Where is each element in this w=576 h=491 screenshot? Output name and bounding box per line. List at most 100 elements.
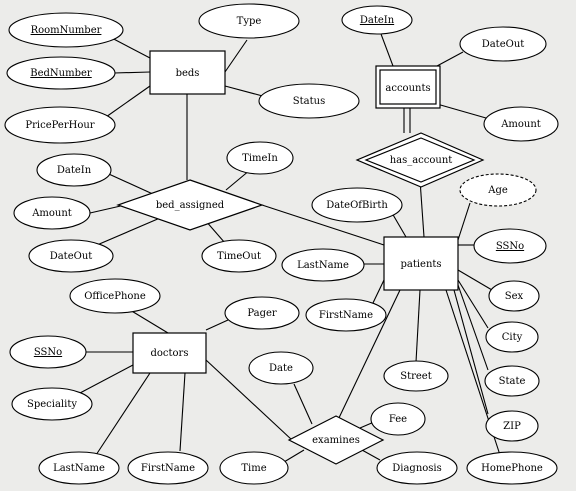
attr-examines-time-label: Time — [241, 463, 266, 474]
entity-doctors-label: doctors — [151, 348, 189, 359]
entity-patients: patients — [383, 236, 459, 291]
attr-type: Type — [198, 3, 300, 39]
attr-doctors-ssno-label: SSNo — [34, 347, 62, 358]
attr-status-label: Status — [293, 96, 325, 107]
attr-bed-assigned-amount: Amount — [13, 196, 91, 230]
attr-patients-age-label: Age — [487, 185, 508, 196]
relationship-has-account-label: has_account — [390, 155, 453, 166]
entity-beds: beds — [149, 50, 226, 95]
attr-accounts-date-out-label: DateOut — [482, 39, 525, 50]
attr-accounts-date-out: DateOut — [459, 26, 547, 62]
relationship-examines-label: examines — [312, 435, 360, 446]
attr-patients-city: City — [485, 321, 539, 353]
attr-doctors-pager: Pager — [224, 296, 300, 330]
line-doctors-examines — [205, 359, 293, 441]
line-patients-state — [457, 284, 489, 371]
attr-bed-assigned-date-out: DateOut — [28, 239, 114, 273]
entity-patients-label: patients — [400, 259, 441, 270]
attr-patients-last-name: LastName — [281, 248, 365, 282]
attr-room-number-label: RoomNumber — [31, 25, 102, 36]
line-doctors-firstname — [179, 372, 186, 452]
attr-bed-assigned-time-out-label: TimeOut — [217, 251, 261, 262]
line-patients-sex — [457, 269, 493, 291]
attr-doctors-last-name-label: LastName — [53, 463, 105, 474]
attr-doctors-ssno: SSNo — [9, 335, 87, 369]
attr-bed-assigned-date-in-label: DateIn — [57, 165, 92, 176]
line-patients-age — [457, 202, 471, 241]
attr-patients-sex: Sex — [488, 280, 540, 312]
line-patients-dateofbirth — [391, 212, 407, 238]
attr-patients-first-name-label: FirstName — [319, 310, 373, 321]
entity-beds-label: beds — [176, 68, 200, 79]
attr-patients-home-phone-label: HomePhone — [481, 463, 543, 474]
line-bedassigned-patients — [261, 204, 385, 246]
line-patients-city — [457, 279, 489, 329]
attr-accounts-amount: Amount — [483, 106, 559, 142]
attr-doctors-first-name: FirstName — [127, 451, 209, 485]
entity-doctors: doctors — [132, 332, 207, 374]
attr-examines-diagnosis: Diagnosis — [376, 451, 458, 485]
attr-doctors-first-name-label: FirstName — [141, 463, 195, 474]
line-beds-type — [224, 39, 248, 73]
attr-patients-city-label: City — [502, 332, 523, 343]
line-beds-priceperhour — [105, 85, 151, 118]
attr-bed-assigned-date-out-label: DateOut — [50, 251, 93, 262]
attr-patients-ssno-label: SSNo — [496, 241, 524, 252]
line-patients-examines — [336, 289, 401, 423]
line-examines-time — [283, 449, 305, 463]
line-examines-diagnosis — [361, 449, 381, 461]
line-patients-street — [415, 289, 421, 363]
attr-doctors-speciality: Speciality — [11, 387, 93, 421]
attr-accounts-date-in: DateIn — [341, 5, 413, 35]
attr-status: Status — [258, 83, 360, 119]
line-accounts-datein — [380, 33, 394, 67]
attr-patients-zip-label: ZIP — [503, 421, 521, 432]
attr-doctors-last-name: LastName — [38, 451, 120, 485]
attr-examines-fee-label: Fee — [389, 414, 407, 425]
attr-type-label: Type — [237, 16, 262, 27]
attr-patients-sex-label: Sex — [505, 291, 524, 302]
line-patients-zip — [453, 289, 489, 415]
attr-examines-diagnosis-label: Diagnosis — [392, 463, 442, 474]
line-beds-roomnumber — [107, 35, 151, 59]
attr-bed-number: BedNumber — [6, 56, 116, 90]
line-doctors-speciality — [79, 364, 134, 394]
attr-bed-assigned-time-in-label: TimeIn — [242, 153, 278, 164]
attr-examines-date-label: Date — [269, 363, 293, 374]
line-accounts-amount — [436, 103, 494, 121]
attr-patients-ssno: SSNo — [473, 228, 547, 264]
attr-patients-last-name-label: LastName — [297, 260, 349, 271]
attr-patients-street-label: Street — [400, 371, 432, 382]
line-doctors-pager — [205, 319, 229, 331]
entity-accounts-label: accounts — [385, 83, 430, 94]
attr-examines-fee: Fee — [370, 402, 426, 436]
line-beds-bednumber — [113, 71, 151, 74]
attr-bed-assigned-amount-label: Amount — [31, 208, 72, 219]
attr-price-per-hour: PricePerHour — [4, 106, 116, 144]
attr-patients-street: Street — [383, 360, 449, 392]
line-bedassigned-amount — [89, 204, 126, 214]
attr-doctors-speciality-label: Speciality — [27, 399, 77, 410]
attr-examines-date: Date — [248, 351, 314, 385]
line-accounts-dateout — [436, 51, 464, 67]
attr-patients-state: State — [484, 365, 540, 397]
attr-room-number: RoomNumber — [8, 12, 124, 48]
line-hasaccount-patients — [419, 179, 425, 238]
attr-accounts-date-in-label: DateIn — [360, 15, 395, 26]
attr-bed-assigned-date-in: DateIn — [36, 153, 112, 187]
line-bedassigned-timein — [225, 169, 251, 191]
attr-bed-assigned-time-out: TimeOut — [201, 239, 277, 273]
relationship-bed-assigned-label: bed_assigned — [156, 200, 225, 211]
line-bedassigned-dateout — [89, 217, 161, 249]
attr-patients-home-phone: HomePhone — [466, 451, 558, 485]
attr-price-per-hour-label: PricePerHour — [25, 120, 94, 131]
attr-doctors-office-phone: OfficePhone — [69, 278, 161, 314]
attr-bed-assigned-time-in: TimeIn — [226, 141, 294, 175]
line-examines-date — [293, 383, 313, 425]
attr-patients-date-of-birth-label: DateOfBirth — [326, 200, 388, 211]
attr-accounts-amount-label: Amount — [500, 119, 541, 130]
relationship-bed-assigned: bed_assigned — [116, 179, 264, 231]
relationship-has-account: has_account — [355, 132, 485, 188]
attr-patients-zip: ZIP — [485, 410, 539, 442]
